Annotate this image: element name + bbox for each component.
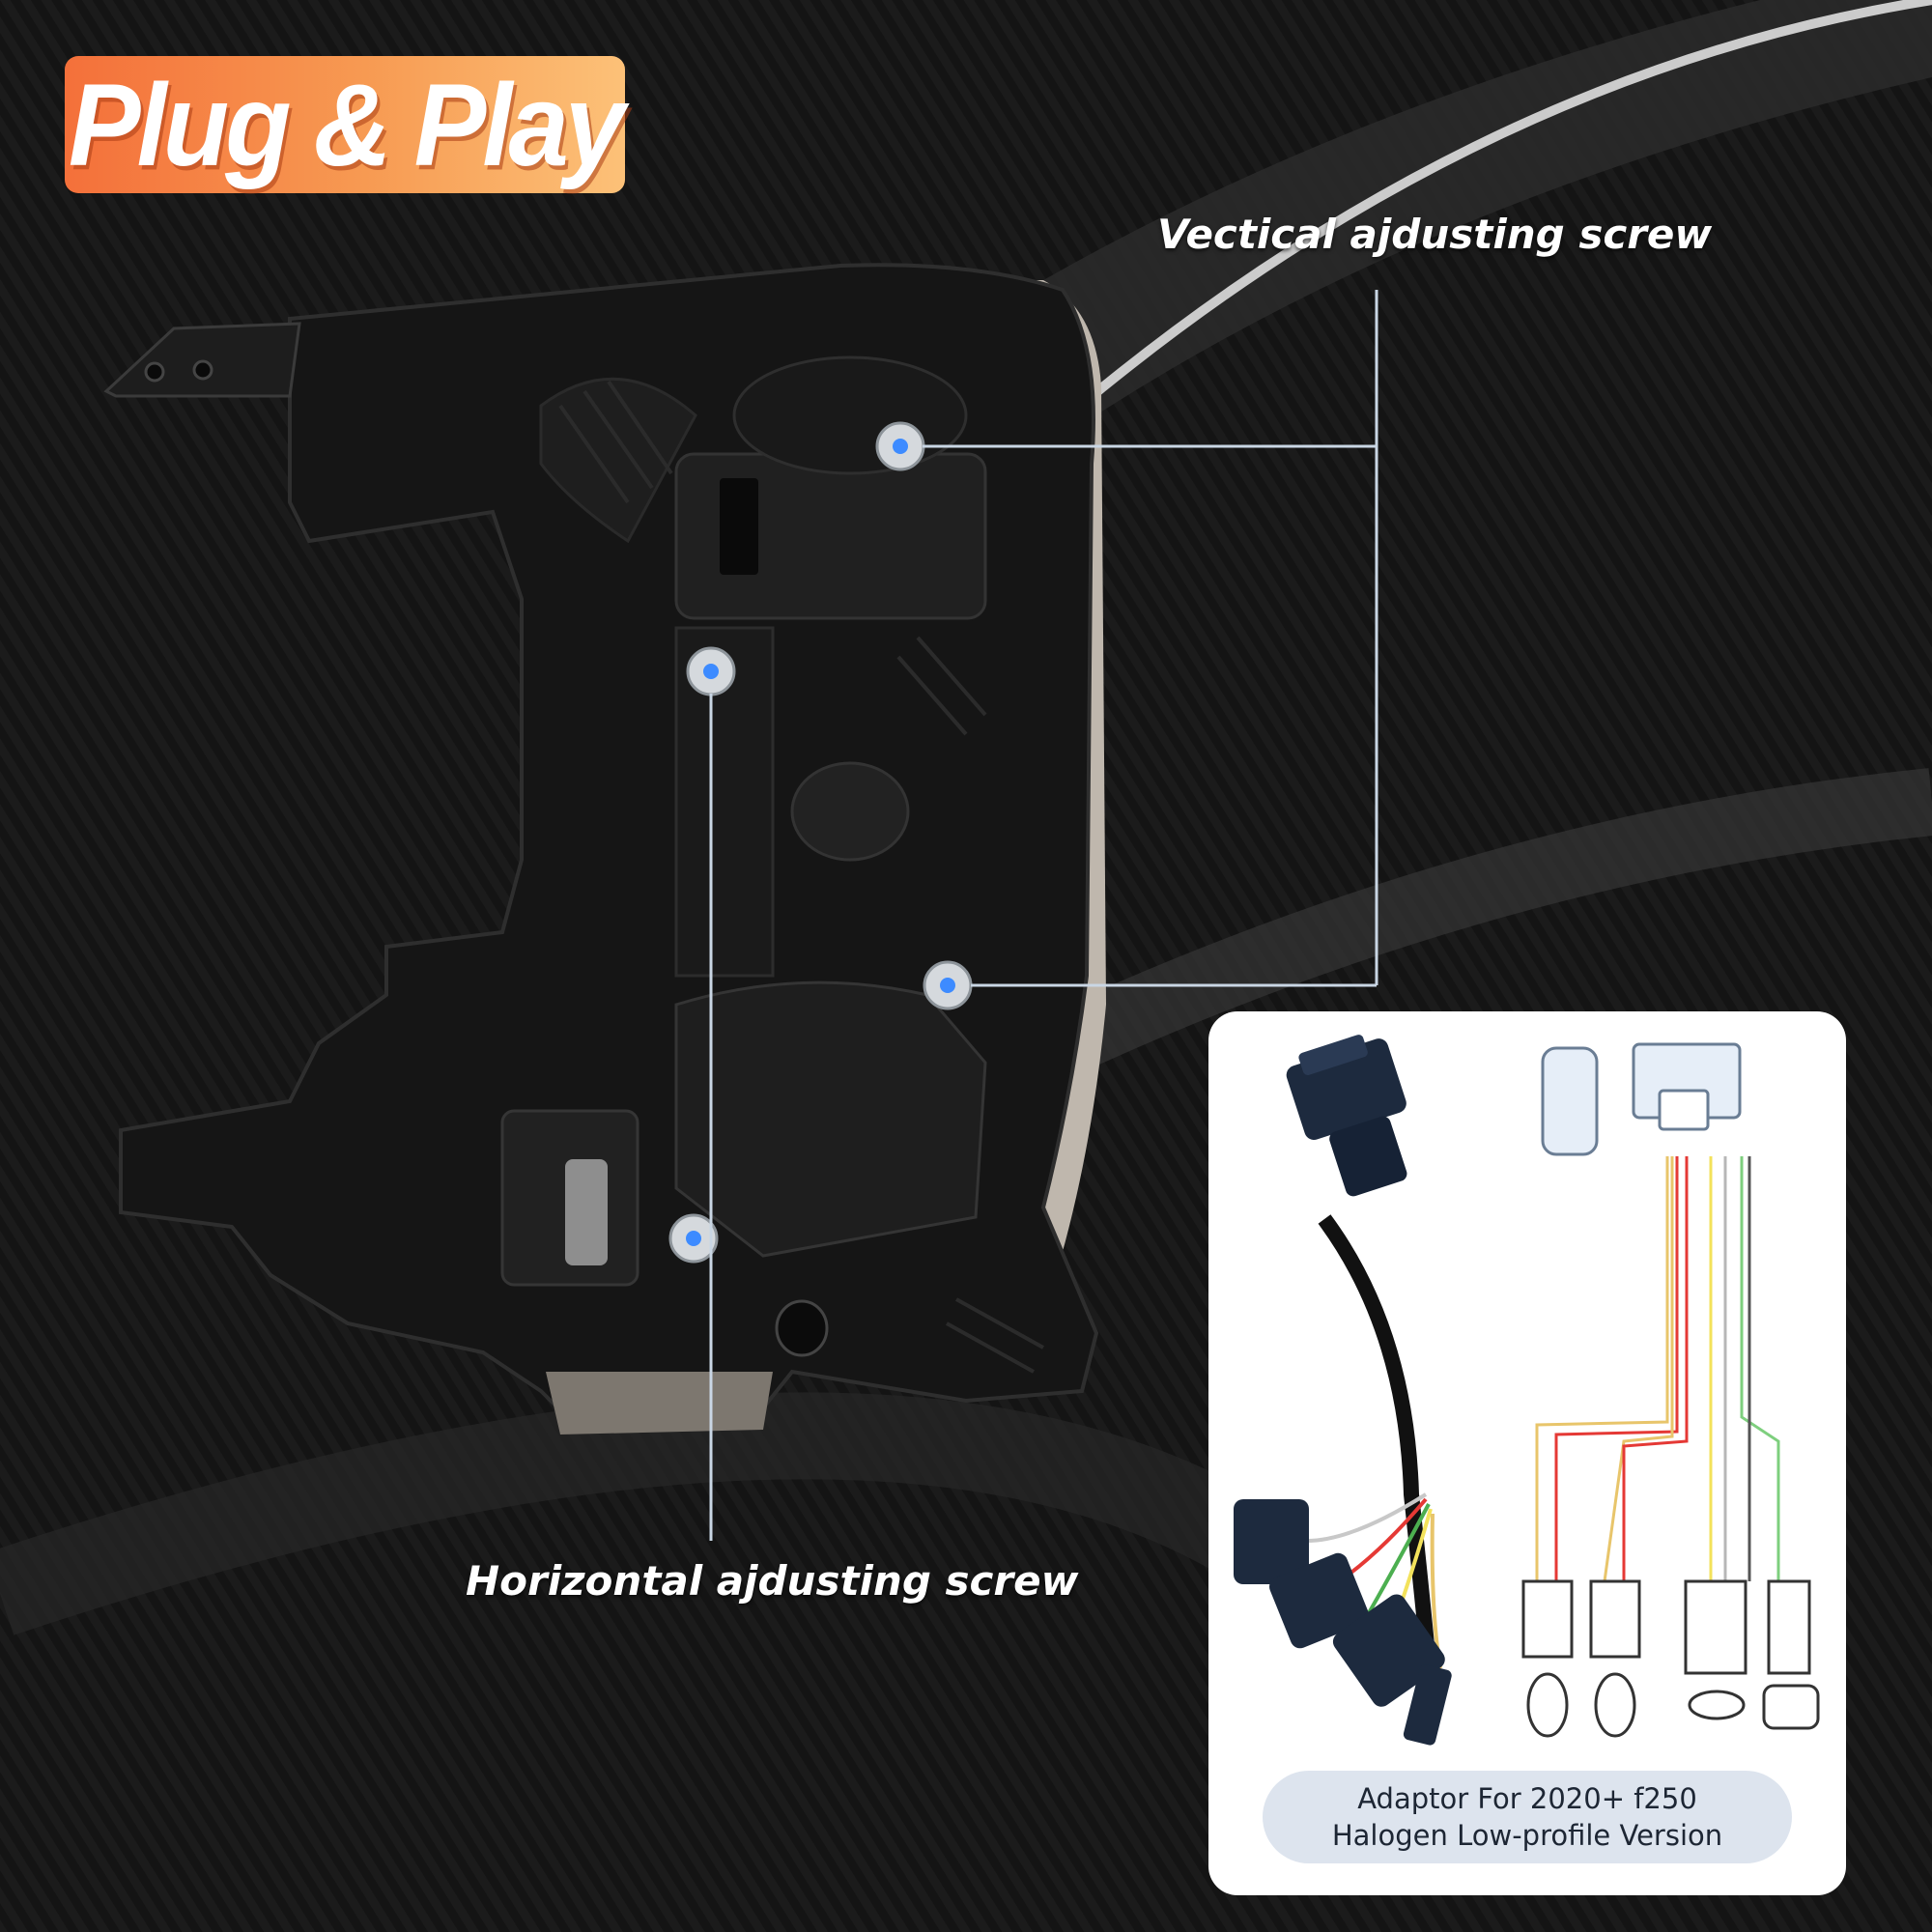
horizontal-screw-callout: Horizontal ajdusting screw bbox=[466, 1557, 1079, 1605]
vertical-screw-callout: Vectical ajdusting screw bbox=[1157, 211, 1713, 258]
adjusting-screw-icon bbox=[668, 421, 973, 1264]
plug-and-play-badge: Plug & Play bbox=[65, 56, 625, 193]
caption-line-2: Halogen Low-profile Version bbox=[1331, 1819, 1723, 1852]
caption-line-1: Adaptor For 2020+ f250 bbox=[1357, 1782, 1697, 1815]
connector-pinout-icon bbox=[1541, 1042, 1742, 1156]
adaptor-card: Adaptor For 2020+ f250 Halogen Low-profi… bbox=[1208, 1011, 1846, 1895]
harness-adapter-image bbox=[1234, 1035, 1820, 1746]
adaptor-caption: Adaptor For 2020+ f250 Halogen Low-profi… bbox=[1263, 1771, 1792, 1863]
badge-label: Plug & Play bbox=[68, 59, 625, 190]
